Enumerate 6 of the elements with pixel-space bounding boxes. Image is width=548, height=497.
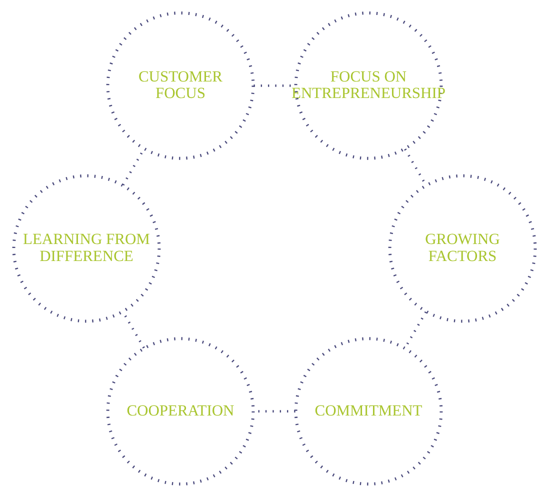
node-circle: FOCUS ON ENTREPRENEURSHIP xyxy=(294,11,442,160)
node-circle: COMMITMENT xyxy=(294,337,442,486)
node-circle: COOPERATION xyxy=(106,337,254,486)
node-circle: CUSTOMER FOCUS xyxy=(106,11,254,160)
node-circle: GROWING FACTORS xyxy=(388,174,536,323)
node-circle: LEARNING FROM DIFFERENCE xyxy=(12,174,160,323)
